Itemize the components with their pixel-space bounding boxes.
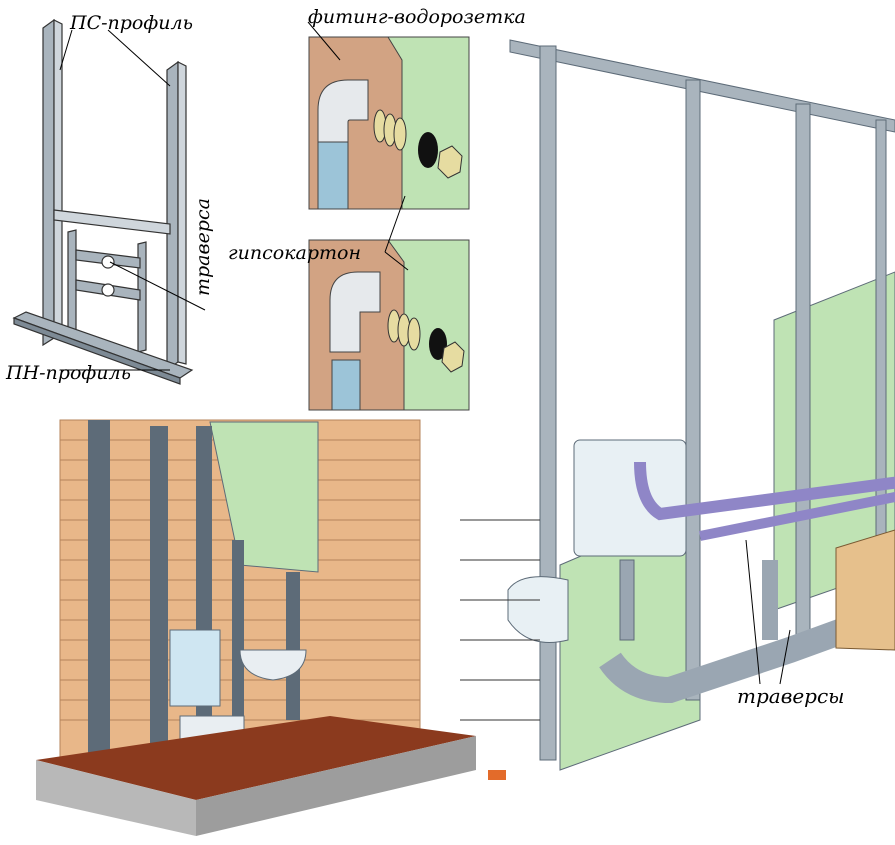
traversa-label: траверса xyxy=(192,198,214,296)
sink-icon xyxy=(239,649,307,681)
elbow-fitting-icon xyxy=(317,79,369,143)
main-installation xyxy=(460,39,895,780)
hex-nut-icon xyxy=(437,145,463,179)
pn-profile-label: ПН-профиль xyxy=(6,362,131,384)
main-toilet-icon xyxy=(507,576,569,643)
fitting-panel-bottom xyxy=(308,195,470,411)
fitting-panel-top xyxy=(307,21,470,210)
traversy-label: траверсы xyxy=(737,684,845,708)
gypsum-label: гипсокартон xyxy=(228,242,361,264)
frame-sketch xyxy=(12,18,206,385)
fitting-label: фитинг-водорозетка xyxy=(308,6,526,28)
cistern-icon xyxy=(169,629,221,707)
ps-profile-label: ПС-профиль xyxy=(70,12,193,34)
main-cistern-icon xyxy=(573,439,687,557)
gasket-icon xyxy=(418,132,438,168)
brick-room xyxy=(36,419,476,836)
